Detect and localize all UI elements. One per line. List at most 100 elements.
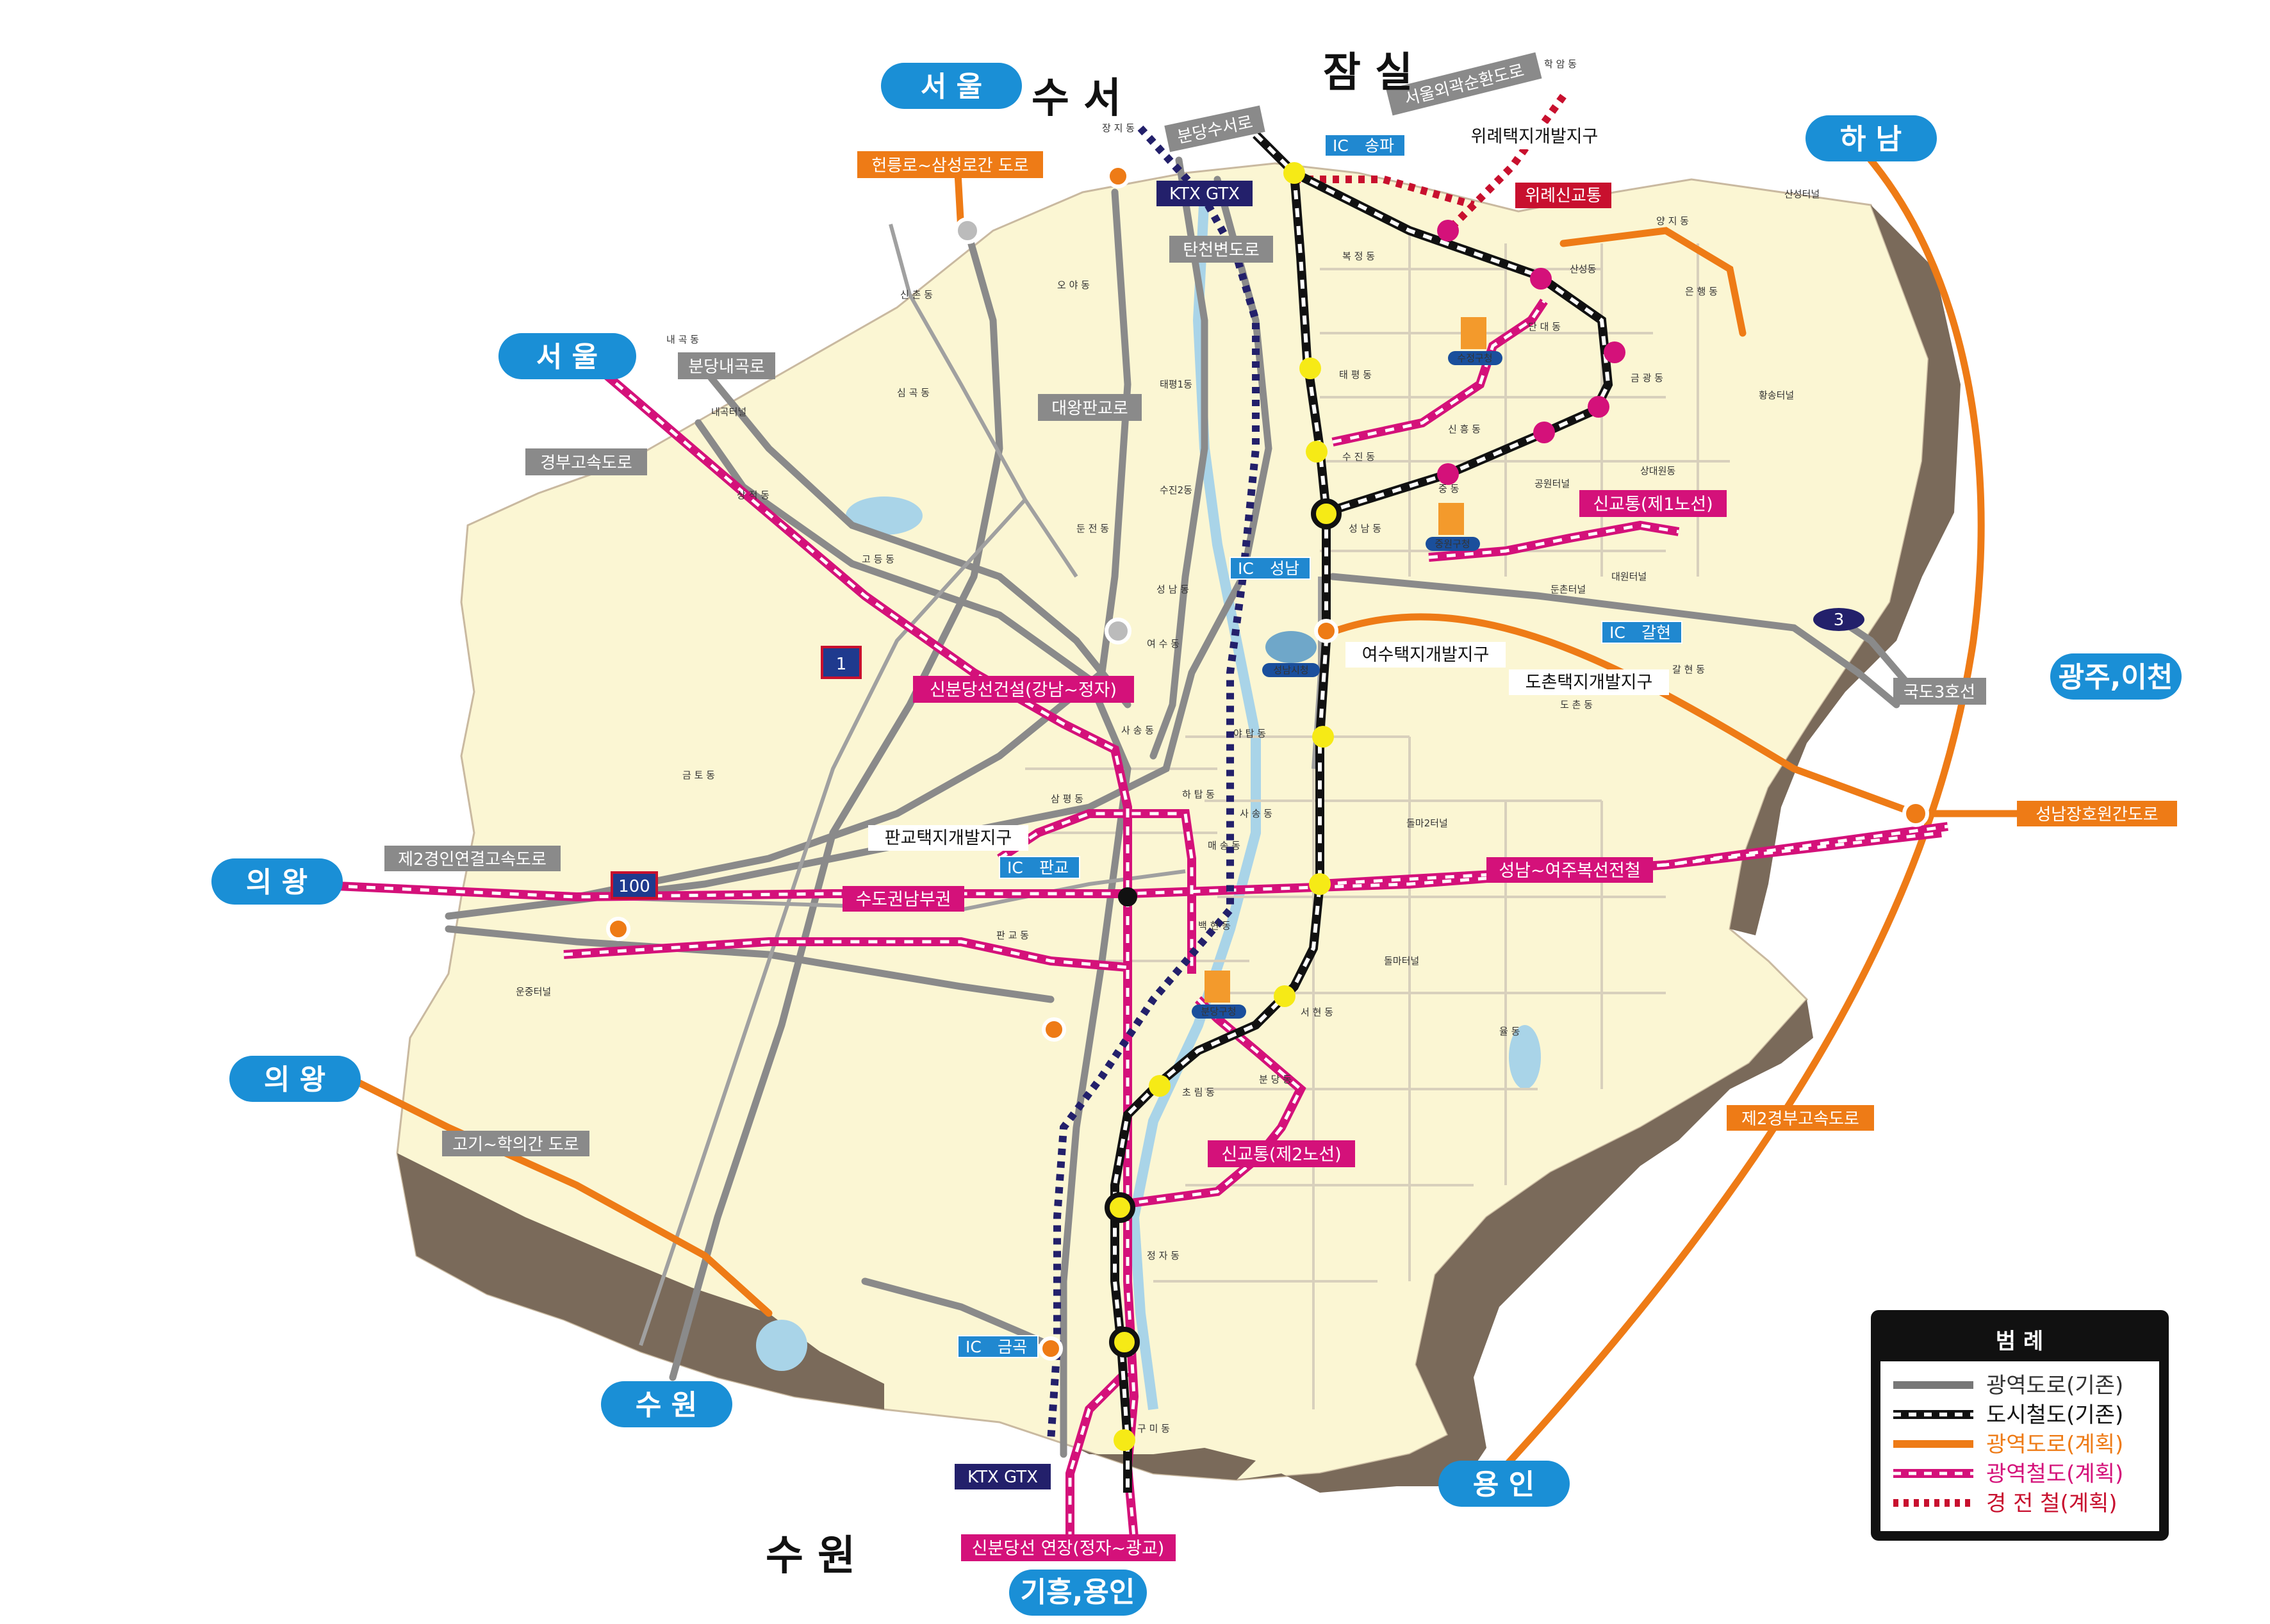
seoul-ring-road: [445, 176, 1272, 920]
svg-text:운중터널: 운중터널: [516, 986, 551, 997]
svg-text:갈 현 동: 갈 현 동: [1672, 664, 1705, 675]
interchange-orange: [1039, 1336, 1063, 1361]
gogi-hagui-road-planned: [317, 1060, 773, 1317]
svg-text:야 탑 동: 야 탑 동: [1233, 728, 1266, 739]
svg-text:기흥,용인: 기흥,용인: [1021, 1576, 1135, 1609]
bundang-naegok-road: [707, 374, 1131, 709]
svg-text:도 촌 동: 도 촌 동: [1560, 699, 1593, 710]
svg-text:신 흥 동: 신 흥 동: [1448, 423, 1481, 435]
svg-text:복 정 동: 복 정 동: [1342, 250, 1375, 262]
svg-text:대원터널: 대원터널: [1611, 571, 1647, 582]
building-icon: 수정구청: [1448, 317, 1502, 365]
station-yellow: [1274, 985, 1295, 1007]
gogi-hagui-road: [445, 925, 1055, 1003]
svg-text:하 탑 동: 하 탑 동: [1182, 789, 1215, 800]
svg-text:제2경부고속도로: 제2경부고속도로: [1741, 1110, 1859, 1129]
buildings: 수정구청 중원구청 성남시청 분당구청: [1192, 317, 1502, 1019]
bundang-suseo-road: [1149, 156, 1208, 760]
svg-text:황송터널: 황송터널: [1759, 390, 1794, 401]
galhyeon-ic-road: [1329, 573, 1900, 709]
svg-text:여 수 동: 여 수 동: [1147, 638, 1180, 650]
svg-text:산성터널: 산성터널: [1784, 188, 1820, 200]
interchange-grey: [954, 217, 981, 244]
svg-text:IC: IC: [1609, 623, 1625, 642]
svg-text:성남: 성남: [1270, 559, 1299, 578]
district-labels: 위례택지개발지구 여수택지개발지구 도촌택지개발지구 판교택지개발지구: [868, 124, 1669, 851]
svg-text:오 야 동: 오 야 동: [1057, 279, 1090, 291]
station-magenta: [1533, 422, 1555, 443]
interchange-orange: [1042, 1017, 1066, 1042]
svg-text:분 당 동: 분 당 동: [1259, 1074, 1292, 1085]
svg-text:초 림 동: 초 림 동: [1182, 1087, 1215, 1098]
svg-text:상대원동: 상대원동: [1640, 465, 1675, 477]
svg-text:둔 전 동: 둔 전 동: [1076, 523, 1109, 534]
svg-text:신분당선건설(강남~정자): 신분당선건설(강남~정자): [930, 680, 1117, 700]
svg-text:금 토 동: 금 토 동: [682, 769, 715, 781]
svg-text:구 미 동: 구 미 동: [1137, 1423, 1170, 1434]
svg-text:장 지 동: 장 지 동: [1102, 122, 1135, 134]
svg-text:100: 100: [618, 877, 650, 896]
svg-text:범 례: 범 례: [1996, 1329, 2043, 1354]
svg-text:수 원: 수 원: [636, 1389, 697, 1422]
building-icon: 성남시청: [1262, 631, 1320, 677]
svg-text:돌마2터널: 돌마2터널: [1406, 817, 1448, 829]
station-yellow: [1149, 1075, 1171, 1097]
interchange-orange: [1106, 164, 1130, 188]
legend: 범 례 광역도로(기존) 도시철도(기존) 광역도로(계획) 광역철도(계획) …: [1871, 1310, 2169, 1541]
interchange-orange: [1902, 800, 1929, 827]
station-yellow: [1312, 726, 1334, 748]
svg-text:수 진 동: 수 진 동: [1342, 451, 1375, 463]
route-shield-3: 3: [1813, 608, 1864, 631]
seongnam-janghowon-road: [1322, 613, 2022, 817]
station-transfer: [1105, 1192, 1135, 1223]
lrt-label: 위례신교통: [1515, 183, 1611, 208]
svg-text:심 곡 동: 심 곡 동: [897, 387, 930, 398]
svg-text:갈현: 갈현: [1641, 623, 1671, 642]
svg-text:양 지 동: 양 지 동: [1656, 215, 1689, 227]
legend-item: 광역철도(계획): [1986, 1461, 2123, 1487]
svg-text:성 남 동: 성 남 동: [1349, 523, 1381, 534]
ic-badge-geumgok: IC 금곡: [957, 1335, 1039, 1358]
svg-text:신교통(제1노선): 신교통(제1노선): [1593, 495, 1713, 514]
svg-text:광주,이천: 광주,이천: [2059, 661, 2173, 694]
svg-text:대왕판교로: 대왕판교로: [1051, 399, 1128, 418]
svg-text:위례신교통: 위례신교통: [1525, 186, 1602, 206]
svg-text:IC: IC: [1333, 136, 1349, 155]
svg-text:신 촌 동: 신 촌 동: [900, 289, 933, 300]
svg-text:태평1동: 태평1동: [1160, 379, 1192, 390]
gyeongbu-expressway: [695, 419, 1131, 1458]
svg-text:수정구청: 수정구청: [1457, 352, 1492, 364]
second-gyeongbu-expressway: [1489, 156, 1985, 1484]
interchange-grey: [1105, 618, 1131, 644]
yangji-loop: [1559, 227, 1747, 337]
svg-text:삼 평 동: 삼 평 동: [1051, 793, 1083, 805]
svg-text:성 남 동: 성 남 동: [1156, 584, 1189, 595]
building-icon: 분당구청: [1192, 971, 1246, 1019]
station-magenta: [1530, 268, 1552, 290]
svg-text:성남~여주복선전철: 성남~여주복선전철: [1499, 861, 1640, 881]
svg-text:분당구청: 분당구청: [1201, 1006, 1236, 1017]
svg-text:KTX GTX: KTX GTX: [1169, 185, 1240, 204]
svg-text:학 암 동: 학 암 동: [1544, 58, 1577, 70]
svg-text:고기~학의간 도로: 고기~학의간 도로: [452, 1135, 579, 1154]
svg-text:탄천변도로: 탄천변도로: [1183, 241, 1260, 260]
dong-labels: 학 암 동 장 지 동 복 정 동 오 야 동 신 촌 동 양 지 동 산성동 …: [516, 58, 1820, 1434]
route-shield-100: 100: [611, 871, 658, 899]
svg-text:송파: 송파: [1365, 136, 1394, 155]
svg-text:중원구청: 중원구청: [1435, 538, 1470, 550]
station-yellow: [1114, 1429, 1135, 1451]
ktx-gtx-labels: KTX GTX KTX GTX: [955, 181, 1253, 1489]
svg-text:제2경인연결고속도로: 제2경인연결고속도로: [398, 850, 547, 869]
station-yellow: [1283, 162, 1305, 184]
lake: [1509, 1025, 1541, 1089]
mountain-ridge-south-center: [1076, 1448, 1256, 1480]
area-name-suwon: 수 원: [766, 1532, 855, 1580]
planned-roads: [317, 156, 2022, 1484]
svg-text:공원터널: 공원터널: [1534, 478, 1570, 489]
station-yellow: [1309, 873, 1331, 895]
legend-item: 경 전 철(계획): [1986, 1491, 2118, 1516]
svg-text:의 왕: 의 왕: [264, 1063, 325, 1096]
mountain-ridge-east: [1730, 205, 1961, 935]
ktx-gtx-line: [1047, 125, 1260, 1442]
